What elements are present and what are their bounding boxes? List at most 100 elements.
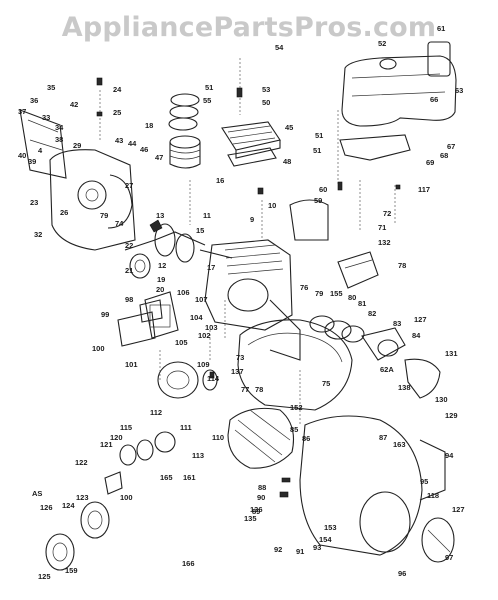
part-label: 51 bbox=[315, 131, 323, 140]
part-label: 100 bbox=[92, 344, 105, 353]
part-label: 131 bbox=[445, 349, 458, 358]
part-label: 101 bbox=[125, 360, 138, 369]
crankcase-cover-icon bbox=[19, 109, 136, 251]
part-label: 27 bbox=[125, 181, 133, 190]
part-label: 120 bbox=[110, 433, 123, 442]
blower-housing-icon bbox=[237, 319, 353, 411]
part-label: 37 bbox=[18, 107, 26, 116]
part-label: 127 bbox=[414, 315, 427, 324]
part-label: 82 bbox=[368, 309, 376, 318]
part-label: 112 bbox=[150, 408, 162, 417]
part-label: 20 bbox=[156, 285, 164, 294]
part-label: 62A bbox=[380, 365, 394, 374]
part-label: 135 bbox=[244, 514, 257, 523]
part-label: 99 bbox=[101, 310, 109, 319]
part-label: 115 bbox=[120, 423, 132, 432]
part-label: 138 bbox=[398, 383, 411, 392]
part-label: 67 bbox=[447, 142, 455, 151]
part-label: 159 bbox=[65, 566, 78, 575]
part-label: 109 bbox=[197, 360, 210, 369]
clutch-icon bbox=[104, 431, 176, 495]
part-label: 22 bbox=[125, 241, 133, 250]
part-label: 36 bbox=[30, 96, 38, 105]
part-label: 72 bbox=[383, 209, 391, 218]
part-label: 75 bbox=[322, 379, 330, 388]
muffler-icon bbox=[144, 291, 179, 339]
part-label: 73 bbox=[236, 353, 244, 362]
part-label: 125 bbox=[38, 572, 51, 581]
part-label: 11 bbox=[203, 211, 211, 220]
rewind-cover-icon bbox=[421, 517, 455, 563]
part-label: 39 bbox=[28, 157, 36, 166]
part-label: 89 bbox=[252, 507, 260, 516]
part-label: 9 bbox=[250, 215, 254, 224]
part-label: 102 bbox=[198, 331, 211, 340]
part-label: 42 bbox=[70, 100, 78, 109]
part-label: 63 bbox=[455, 86, 463, 95]
part-label: 114 bbox=[207, 374, 220, 383]
part-label: 84 bbox=[412, 331, 421, 340]
part-label: 53 bbox=[262, 85, 270, 94]
part-label: 46 bbox=[140, 145, 148, 154]
gasket-plate-icon bbox=[117, 299, 163, 347]
part-label: 105 bbox=[175, 338, 188, 347]
part-label: 33 bbox=[42, 113, 50, 122]
part-label: 13 bbox=[156, 211, 164, 220]
part-label: 68 bbox=[440, 151, 448, 160]
part-label: 98 bbox=[125, 295, 133, 304]
part-label: 153 bbox=[324, 523, 337, 532]
carburetor-icon bbox=[337, 251, 379, 289]
part-label: 61 bbox=[437, 24, 445, 33]
part-label: 79 bbox=[100, 211, 108, 220]
part-label: 12 bbox=[158, 261, 166, 270]
part-label: 83 bbox=[393, 319, 401, 328]
cylinder-head-icon bbox=[221, 121, 281, 167]
part-label: 110 bbox=[212, 433, 224, 442]
pulley-icon bbox=[129, 253, 151, 279]
part-label: 74 bbox=[115, 219, 124, 228]
part-label: 91 bbox=[296, 547, 304, 556]
flywheel-icon bbox=[157, 361, 295, 469]
part-label: 161 bbox=[183, 473, 196, 482]
part-label: 86 bbox=[302, 434, 310, 443]
part-label: 78 bbox=[255, 385, 263, 394]
part-label: 107 bbox=[195, 295, 208, 304]
part-label: 94 bbox=[445, 451, 454, 460]
part-label: 97 bbox=[445, 553, 453, 562]
part-label: 95 bbox=[420, 477, 428, 486]
part-label: 100 bbox=[120, 493, 133, 502]
part-label: 113 bbox=[192, 451, 204, 460]
part-label: 40 bbox=[18, 151, 26, 160]
engine-block-icon bbox=[204, 239, 301, 361]
part-label: 106 bbox=[177, 288, 190, 297]
part-label: 47 bbox=[155, 153, 163, 162]
part-label: 77 bbox=[241, 385, 249, 394]
part-label: 103 bbox=[205, 323, 218, 332]
part-label: 90 bbox=[257, 493, 265, 502]
shroud-icon bbox=[299, 415, 446, 556]
part-label: 59 bbox=[314, 196, 322, 205]
part-label: 69 bbox=[426, 158, 434, 167]
part-label: 155 bbox=[330, 289, 343, 298]
part-label: 52 bbox=[378, 39, 386, 48]
part-label: 26 bbox=[60, 208, 68, 217]
part-label: 130 bbox=[435, 395, 448, 404]
part-label: 60 bbox=[319, 185, 327, 194]
part-label: 15 bbox=[196, 226, 204, 235]
part-label: 17 bbox=[207, 263, 215, 272]
part-label: 45 bbox=[285, 123, 293, 132]
part-label: 4 bbox=[38, 146, 43, 155]
part-label: 34 bbox=[55, 123, 64, 132]
part-label: 136 bbox=[250, 505, 263, 514]
part-label: 35 bbox=[47, 83, 55, 92]
part-label: 25 bbox=[113, 108, 121, 117]
part-label: 55 bbox=[203, 96, 211, 105]
part-label: 87 bbox=[379, 433, 387, 442]
part-label: 96 bbox=[398, 569, 406, 578]
part-label: 16 bbox=[216, 176, 224, 185]
bracket-icon bbox=[289, 134, 411, 241]
starter-icon bbox=[309, 315, 441, 399]
part-label: 85 bbox=[290, 425, 298, 434]
